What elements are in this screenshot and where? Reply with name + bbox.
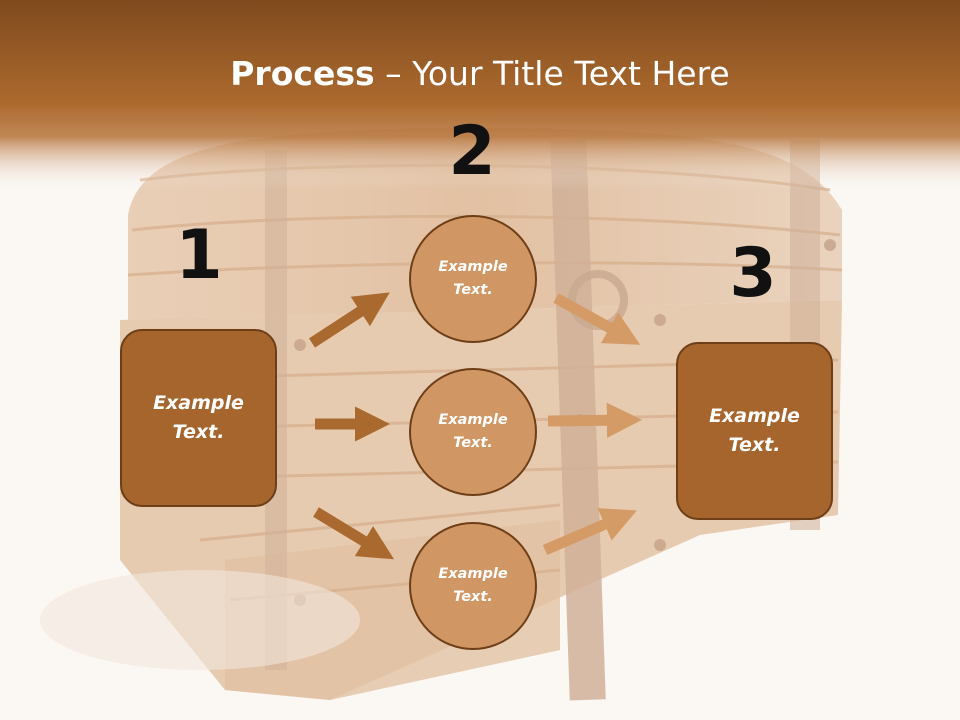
- step-1-box: Example Text.: [120, 329, 277, 507]
- step-1-text: Example Text.: [153, 392, 244, 443]
- title-rest: – Your Title Text Here: [374, 54, 730, 93]
- step-2-text-top: Example Text.: [438, 259, 508, 298]
- step-3-number: 3: [729, 234, 777, 313]
- title-bold: Process: [230, 54, 375, 93]
- step-3-box: Example Text.: [676, 342, 833, 520]
- step-3-text: Example Text.: [709, 405, 800, 456]
- step-2-text-middle: Example Text.: [438, 412, 508, 451]
- header-band: [0, 0, 960, 190]
- step-2-circle-middle: Example Text.: [409, 368, 537, 496]
- step-2-circle-top: Example Text.: [409, 215, 537, 343]
- step-2-text-bottom: Example Text.: [438, 566, 508, 605]
- step-2-number: 2: [448, 112, 496, 191]
- step-2-circle-bottom: Example Text.: [409, 522, 537, 650]
- step-1-number: 1: [175, 216, 223, 295]
- slide-title: Process – Your Title Text Here: [0, 50, 960, 98]
